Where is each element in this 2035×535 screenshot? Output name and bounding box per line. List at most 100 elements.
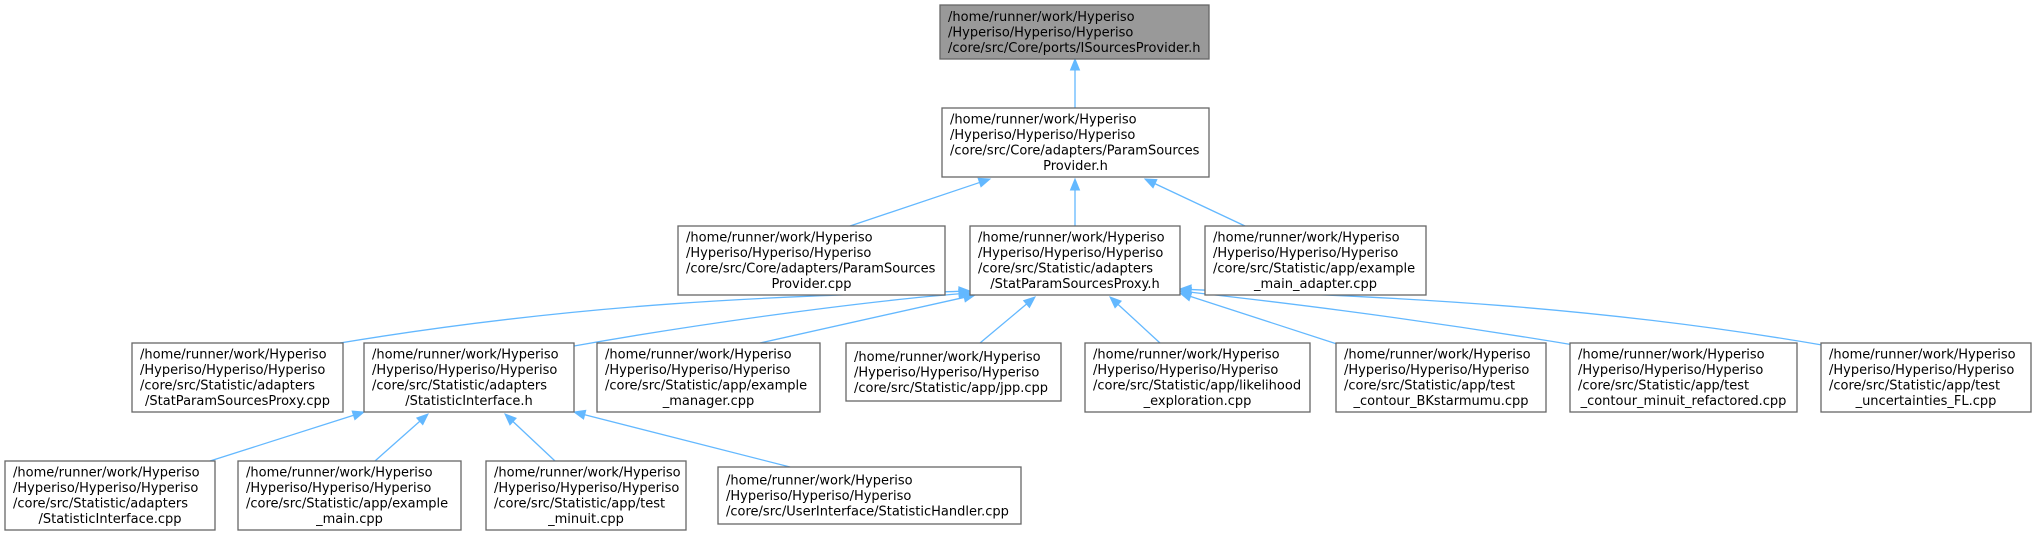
node-label-line: _uncertainties_FL.cpp: [1855, 394, 1997, 409]
edge-paramsources_h-to-isources: [1069, 57, 1081, 108]
node-label-line: /StatParamSourcesProxy.cpp: [145, 394, 330, 409]
arrow-head: [1143, 178, 1158, 189]
edge-statistic_handler-to-statinterface_h: [572, 409, 791, 468]
node-statinterface-cpp[interactable]: /home/runner/work/Hyperiso/Hyperiso/Hype…: [4, 460, 216, 531]
node-label-line: /core/src/Statistic/app/test: [1344, 379, 1515, 394]
node-label-line: /Hyperiso/Hyperiso/Hyperiso: [950, 128, 1135, 143]
node-label-line: /Hyperiso/Hyperiso/Hyperiso: [978, 246, 1163, 261]
node-label-line: /Hyperiso/Hyperiso/Hyperiso: [726, 489, 911, 504]
arrow-head: [415, 413, 429, 426]
edge-line: [849, 181, 981, 227]
edge-paramsources_cpp-to-paramsources_h: [849, 177, 992, 227]
node-label-line: Provider.cpp: [771, 277, 851, 292]
node-label-line: /core/src/Statistic/app/example: [1213, 262, 1415, 277]
node-label-line: /Hyperiso/Hyperiso/Hyperiso: [13, 481, 198, 496]
node-label-line: _main_adapter.cpp: [1253, 277, 1377, 292]
node-uncertainties[interactable]: /home/runner/work/Hyperiso/Hyperiso/Hype…: [1820, 342, 2032, 413]
node-box: [1569, 342, 1798, 413]
edge-line: [573, 293, 961, 347]
node-label-line: /home/runner/work/Hyperiso: [1578, 348, 1765, 363]
node-label-line: /core/src/Core/adapters/ParamSources: [686, 262, 936, 277]
edge-line: [1153, 182, 1246, 227]
arrow-head: [1069, 177, 1081, 191]
node-box: [4, 460, 216, 531]
node-label-line: /home/runner/work/Hyperiso: [978, 231, 1165, 246]
arrow-head: [1109, 296, 1123, 309]
node-example-main-adapter[interactable]: /home/runner/work/Hyperiso/Hyperiso/Hype…: [1204, 225, 1427, 296]
node-paramsources-cpp[interactable]: /home/runner/work/Hyperiso/Hyperiso/Hype…: [677, 225, 946, 296]
edge-line: [209, 414, 355, 462]
node-statistic-handler[interactable]: /home/runner/work/Hyperiso/Hyperiso/Hype…: [717, 466, 1022, 525]
node-box: [485, 460, 687, 531]
node-label-line: /home/runner/work/Hyperiso: [686, 231, 873, 246]
node-label-line: /core/src/Statistic/app/test: [1578, 379, 1749, 394]
node-jpp[interactable]: /home/runner/work/Hyperiso/Hyperiso/Hype…: [845, 342, 1062, 402]
node-label-line: /home/runner/work/Hyperiso: [1093, 348, 1280, 363]
node-label-line: /Hyperiso/Hyperiso/Hyperiso: [1213, 246, 1398, 261]
node-label-line: /core/src/Statistic/app/likelihood: [1093, 379, 1301, 394]
node-label-line: /core/src/Statistic/adapters: [978, 262, 1153, 277]
node-label-line: /core/src/Statistic/app/jpp.cpp: [854, 381, 1048, 396]
node-label-line: /core/src/Core/ports/ISourcesProvider.h: [948, 41, 1201, 56]
node-label-line: /Hyperiso/Hyperiso/Hyperiso: [605, 363, 790, 378]
edge-statinterface_cpp-to-statinterface_h: [209, 410, 366, 462]
node-test-minuit[interactable]: /home/runner/work/Hyperiso/Hyperiso/Hype…: [485, 460, 687, 531]
edge-line: [374, 420, 421, 462]
edge-jpp-to-statparam_h: [979, 296, 1037, 344]
arrow-head: [504, 413, 517, 426]
node-label-line: /Hyperiso/Hyperiso/Hyperiso: [686, 246, 871, 261]
arrow-head: [351, 410, 366, 421]
edge-line: [511, 420, 556, 462]
edge-example_manager-to-statparam_h: [759, 292, 977, 344]
node-box: [1084, 342, 1311, 413]
node-label-line: _contour_minuit_refactored.cpp: [1580, 394, 1787, 409]
node-label-line: /home/runner/work/Hyperiso: [948, 10, 1135, 25]
node-isources: /home/runner/work/Hyperiso/Hyperiso/Hype…: [939, 4, 1210, 60]
node-example-manager[interactable]: /home/runner/work/Hyperiso/Hyperiso/Hype…: [596, 342, 821, 413]
node-label-line: /home/runner/work/Hyperiso: [372, 348, 559, 363]
edge-contour_minuit-to-statparam_h: [1178, 287, 1581, 347]
edge-likelihood-to-statparam_h: [1109, 296, 1161, 344]
node-contour-minuit[interactable]: /home/runner/work/Hyperiso/Hyperiso/Hype…: [1569, 342, 1798, 413]
node-label-line: /home/runner/work/Hyperiso: [950, 113, 1137, 128]
node-paramsources-h[interactable]: /home/runner/work/Hyperiso/Hyperiso/Hype…: [941, 107, 1210, 178]
node-label-line: /core/src/Statistic/adapters: [13, 497, 188, 512]
node-box: [237, 460, 462, 531]
node-box: [941, 107, 1210, 178]
node-box: [1820, 342, 2032, 413]
node-likelihood[interactable]: /home/runner/work/Hyperiso/Hyperiso/Hype…: [1084, 342, 1311, 413]
arrow-head: [977, 177, 992, 188]
node-label-line: /home/runner/work/Hyperiso: [726, 473, 913, 488]
nodes: /home/runner/work/Hyperiso/Hyperiso/Hype…: [4, 4, 2032, 531]
node-label-line: /home/runner/work/Hyperiso: [1213, 231, 1400, 246]
node-label-line: /StatParamSourcesProxy.h: [990, 277, 1160, 292]
node-label-line: /Hyperiso/Hyperiso/Hyperiso: [494, 481, 679, 496]
node-label-line: /home/runner/work/Hyperiso: [13, 466, 200, 481]
node-label-line: /Hyperiso/Hyperiso/Hyperiso: [1578, 363, 1763, 378]
edge-statparam_h-to-paramsources_h: [1069, 177, 1081, 226]
node-box: [1335, 342, 1547, 413]
node-statinterface-h[interactable]: /home/runner/work/Hyperiso/Hyperiso/Hype…: [363, 342, 575, 413]
node-label-line: /Hyperiso/Hyperiso/Hyperiso: [140, 363, 325, 378]
node-label-line: /Hyperiso/Hyperiso/Hyperiso: [246, 481, 431, 496]
node-label-line: /Hyperiso/Hyperiso/Hyperiso: [372, 363, 557, 378]
node-statparam-cpp[interactable]: /home/runner/work/Hyperiso/Hyperiso/Hype…: [131, 342, 344, 413]
arrow-head: [1069, 57, 1081, 71]
node-label-line: /home/runner/work/Hyperiso: [246, 466, 433, 481]
node-example-main[interactable]: /home/runner/work/Hyperiso/Hyperiso/Hype…: [237, 460, 462, 531]
node-box: [363, 342, 575, 413]
node-label-line: /core/src/Statistic/adapters: [140, 379, 315, 394]
node-box: [131, 342, 344, 413]
node-statparam-h[interactable]: /home/runner/work/Hyperiso/Hyperiso/Hype…: [969, 225, 1181, 296]
node-contour-bk[interactable]: /home/runner/work/Hyperiso/Hyperiso/Hype…: [1335, 342, 1547, 413]
node-label-line: /core/src/Statistic/app/test: [1829, 379, 2000, 394]
node-box: [939, 4, 1210, 60]
node-label-line: /core/src/Statistic/app/example: [605, 379, 807, 394]
node-label-line: /home/runner/work/Hyperiso: [140, 348, 327, 363]
node-label-line: /core/src/Core/adapters/ParamSources: [950, 144, 1200, 159]
node-box: [1204, 225, 1427, 296]
node-label-line: /home/runner/work/Hyperiso: [1829, 348, 2016, 363]
node-label-line: /home/runner/work/Hyperiso: [605, 348, 792, 363]
edge-line: [583, 413, 791, 468]
edge-test_minuit-to-statinterface_h: [504, 413, 556, 462]
